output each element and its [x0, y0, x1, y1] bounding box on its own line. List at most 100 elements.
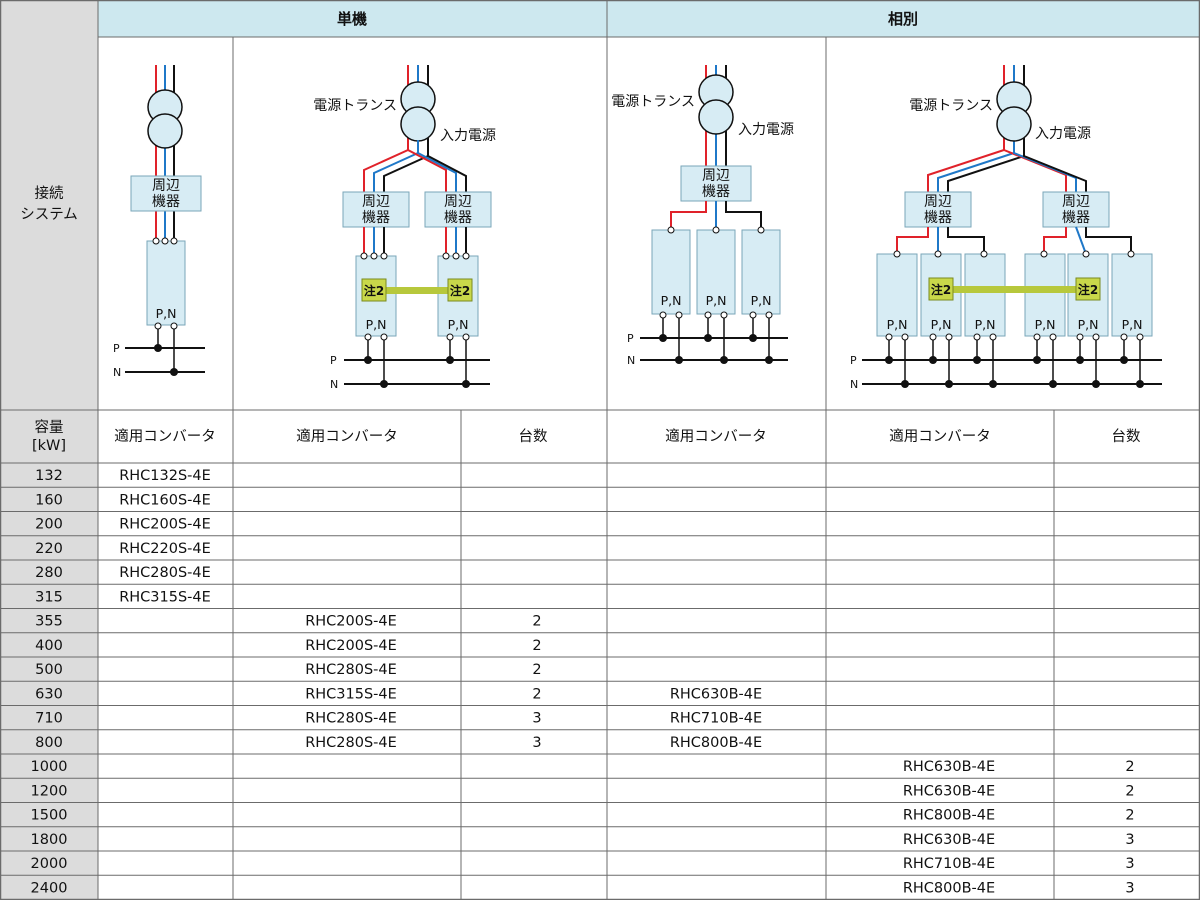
multi-count-header: 台数: [519, 428, 548, 445]
capacity-cell: 710: [35, 711, 63, 727]
peripheral-label: 周辺: [924, 194, 952, 210]
pn-label: P,N: [366, 317, 387, 332]
transformer-coil-icon: [400, 106, 436, 142]
multi-converter-cell: RHC280S-4E: [305, 735, 397, 751]
capacity-cell: 500: [35, 662, 63, 678]
capacity-label: 容量: [35, 419, 64, 436]
peripheral-label: 機器: [152, 194, 180, 210]
peripheral-label: 機器: [924, 210, 952, 226]
phase-multi-converter-cell: RHC630B-4E: [903, 759, 995, 775]
converter-box: [741, 229, 781, 315]
note2-badge: [928, 277, 954, 301]
capacity-cell: 2000: [31, 856, 68, 872]
input-power-label: 入力電源: [440, 128, 496, 144]
capacity-cell: 280: [35, 565, 63, 581]
single-converter-cell: RHC220S-4E: [119, 541, 211, 557]
phase-multi-converter-cell: RHC630B-4E: [903, 783, 995, 799]
single-converter-cell: RHC280S-4E: [119, 565, 211, 581]
diagram-phase-converter: 電源トランス 入力電源 周辺 機器 P,N P,N P,N P N: [611, 65, 794, 367]
diagram-phase-multi-converter: 電源トランス 入力電源 周辺 機器 周辺 機器 注2 注2 P,N P,N: [850, 65, 1162, 391]
peripheral-box: [680, 165, 752, 202]
transformer-coil-icon: [698, 99, 734, 135]
phase-converter-header: 適用コンバータ: [665, 427, 767, 445]
peripheral-box: [342, 191, 410, 228]
phase-multi-converter-cell: RHC630B-4E: [903, 832, 995, 848]
capacity-cell: 1500: [31, 808, 68, 824]
pn-label: P,N: [887, 317, 908, 332]
note2-label: 注2: [1078, 282, 1098, 297]
phase-multi-converter-cell: RHC800B-4E: [903, 808, 995, 824]
phase-multi-count-cell: 2: [1125, 808, 1134, 824]
converter-box: [876, 253, 918, 337]
single-converter-cell: RHC315S-4E: [119, 589, 211, 605]
capacity-cell: 400: [35, 638, 63, 654]
diagram-multi-converter: 電源トランス 入力電源 周辺 機器 周辺 機器 注2 注2 P,N P,N: [313, 65, 496, 391]
pn-label: P,N: [448, 317, 469, 332]
capacity-cell: 200: [35, 517, 63, 533]
input-power-label: 入力電源: [738, 122, 794, 138]
multi-converter-header: 適用コンバータ: [296, 427, 398, 445]
pn-label: P,N: [706, 293, 727, 308]
table-row: 2000 RHC710B-4E 3: [0, 856, 1200, 876]
table-row: 1500 RHC800B-4E 2: [0, 808, 1200, 828]
peripheral-label: 周辺: [444, 194, 472, 210]
single-converter-cell: RHC200S-4E: [119, 517, 211, 533]
phase-multi-count-cell: 3: [1125, 880, 1134, 896]
power-transformer-label: 電源トランス: [611, 94, 695, 110]
pn-label: P,N: [1078, 317, 1099, 332]
peripheral-box: [424, 191, 492, 228]
table-row: 355 RHC200S-4E 2: [0, 614, 1200, 634]
converter-box: [1111, 253, 1153, 337]
pn-drops: [885, 333, 1144, 388]
multi-count-cell: 3: [532, 711, 541, 727]
phase-converter-cell: RHC710B-4E: [670, 711, 762, 727]
multi-count-cell: 3: [532, 735, 541, 751]
connection-system-label-1: 接続: [35, 185, 64, 202]
capacity-unit: [kW]: [32, 438, 66, 454]
capacity-cell: 132: [35, 468, 63, 484]
note2-badge: [447, 278, 473, 302]
multi-converter-cell: RHC280S-4E: [305, 662, 397, 678]
phase-multi-count-cell: 3: [1125, 856, 1134, 872]
header-phase-separate: 相別: [888, 10, 918, 28]
p-bus-label: P: [330, 354, 337, 367]
peripheral-label: 周辺: [702, 168, 730, 184]
multi-count-cell: 2: [532, 638, 541, 654]
table-row: 280 RHC280S-4E: [0, 565, 1200, 585]
capacity-cell: 355: [35, 614, 63, 630]
multi-converter-cell: RHC200S-4E: [305, 614, 397, 630]
phase-converter-cell: RHC630B-4E: [670, 686, 762, 702]
capacity-cell: 315: [35, 589, 63, 605]
capacity-cell: 220: [35, 541, 63, 557]
phase-multi-converter-cell: RHC710B-4E: [903, 856, 995, 872]
converter-box: [1024, 253, 1066, 337]
phase-multi-count-cell: 2: [1125, 759, 1134, 775]
table-row: 220 RHC220S-4E: [0, 541, 1200, 561]
peripheral-label: 機器: [362, 210, 390, 226]
multi-count-cell: 2: [532, 614, 541, 630]
pn-label: P,N: [931, 317, 952, 332]
phase-multi-converter-header: 適用コンバータ: [889, 427, 991, 445]
left-column-bg: [0, 0, 98, 900]
capacity-cell: 1200: [31, 783, 68, 799]
note2-badge: [361, 278, 387, 302]
power-transformer-label: 電源トランス: [313, 98, 397, 114]
note2-label: 注2: [450, 283, 470, 298]
pn-label: P,N: [751, 293, 772, 308]
note2-badge: [1075, 277, 1101, 301]
capacity-cell: 630: [35, 686, 63, 702]
transformer-coil-icon: [147, 113, 183, 149]
capacity-cell: 800: [35, 735, 63, 751]
pn-label: P,N: [661, 293, 682, 308]
n-bus-label: N: [850, 378, 858, 391]
phase-multi-count-header: 台数: [1112, 428, 1141, 445]
n-bus-label: N: [330, 378, 338, 391]
